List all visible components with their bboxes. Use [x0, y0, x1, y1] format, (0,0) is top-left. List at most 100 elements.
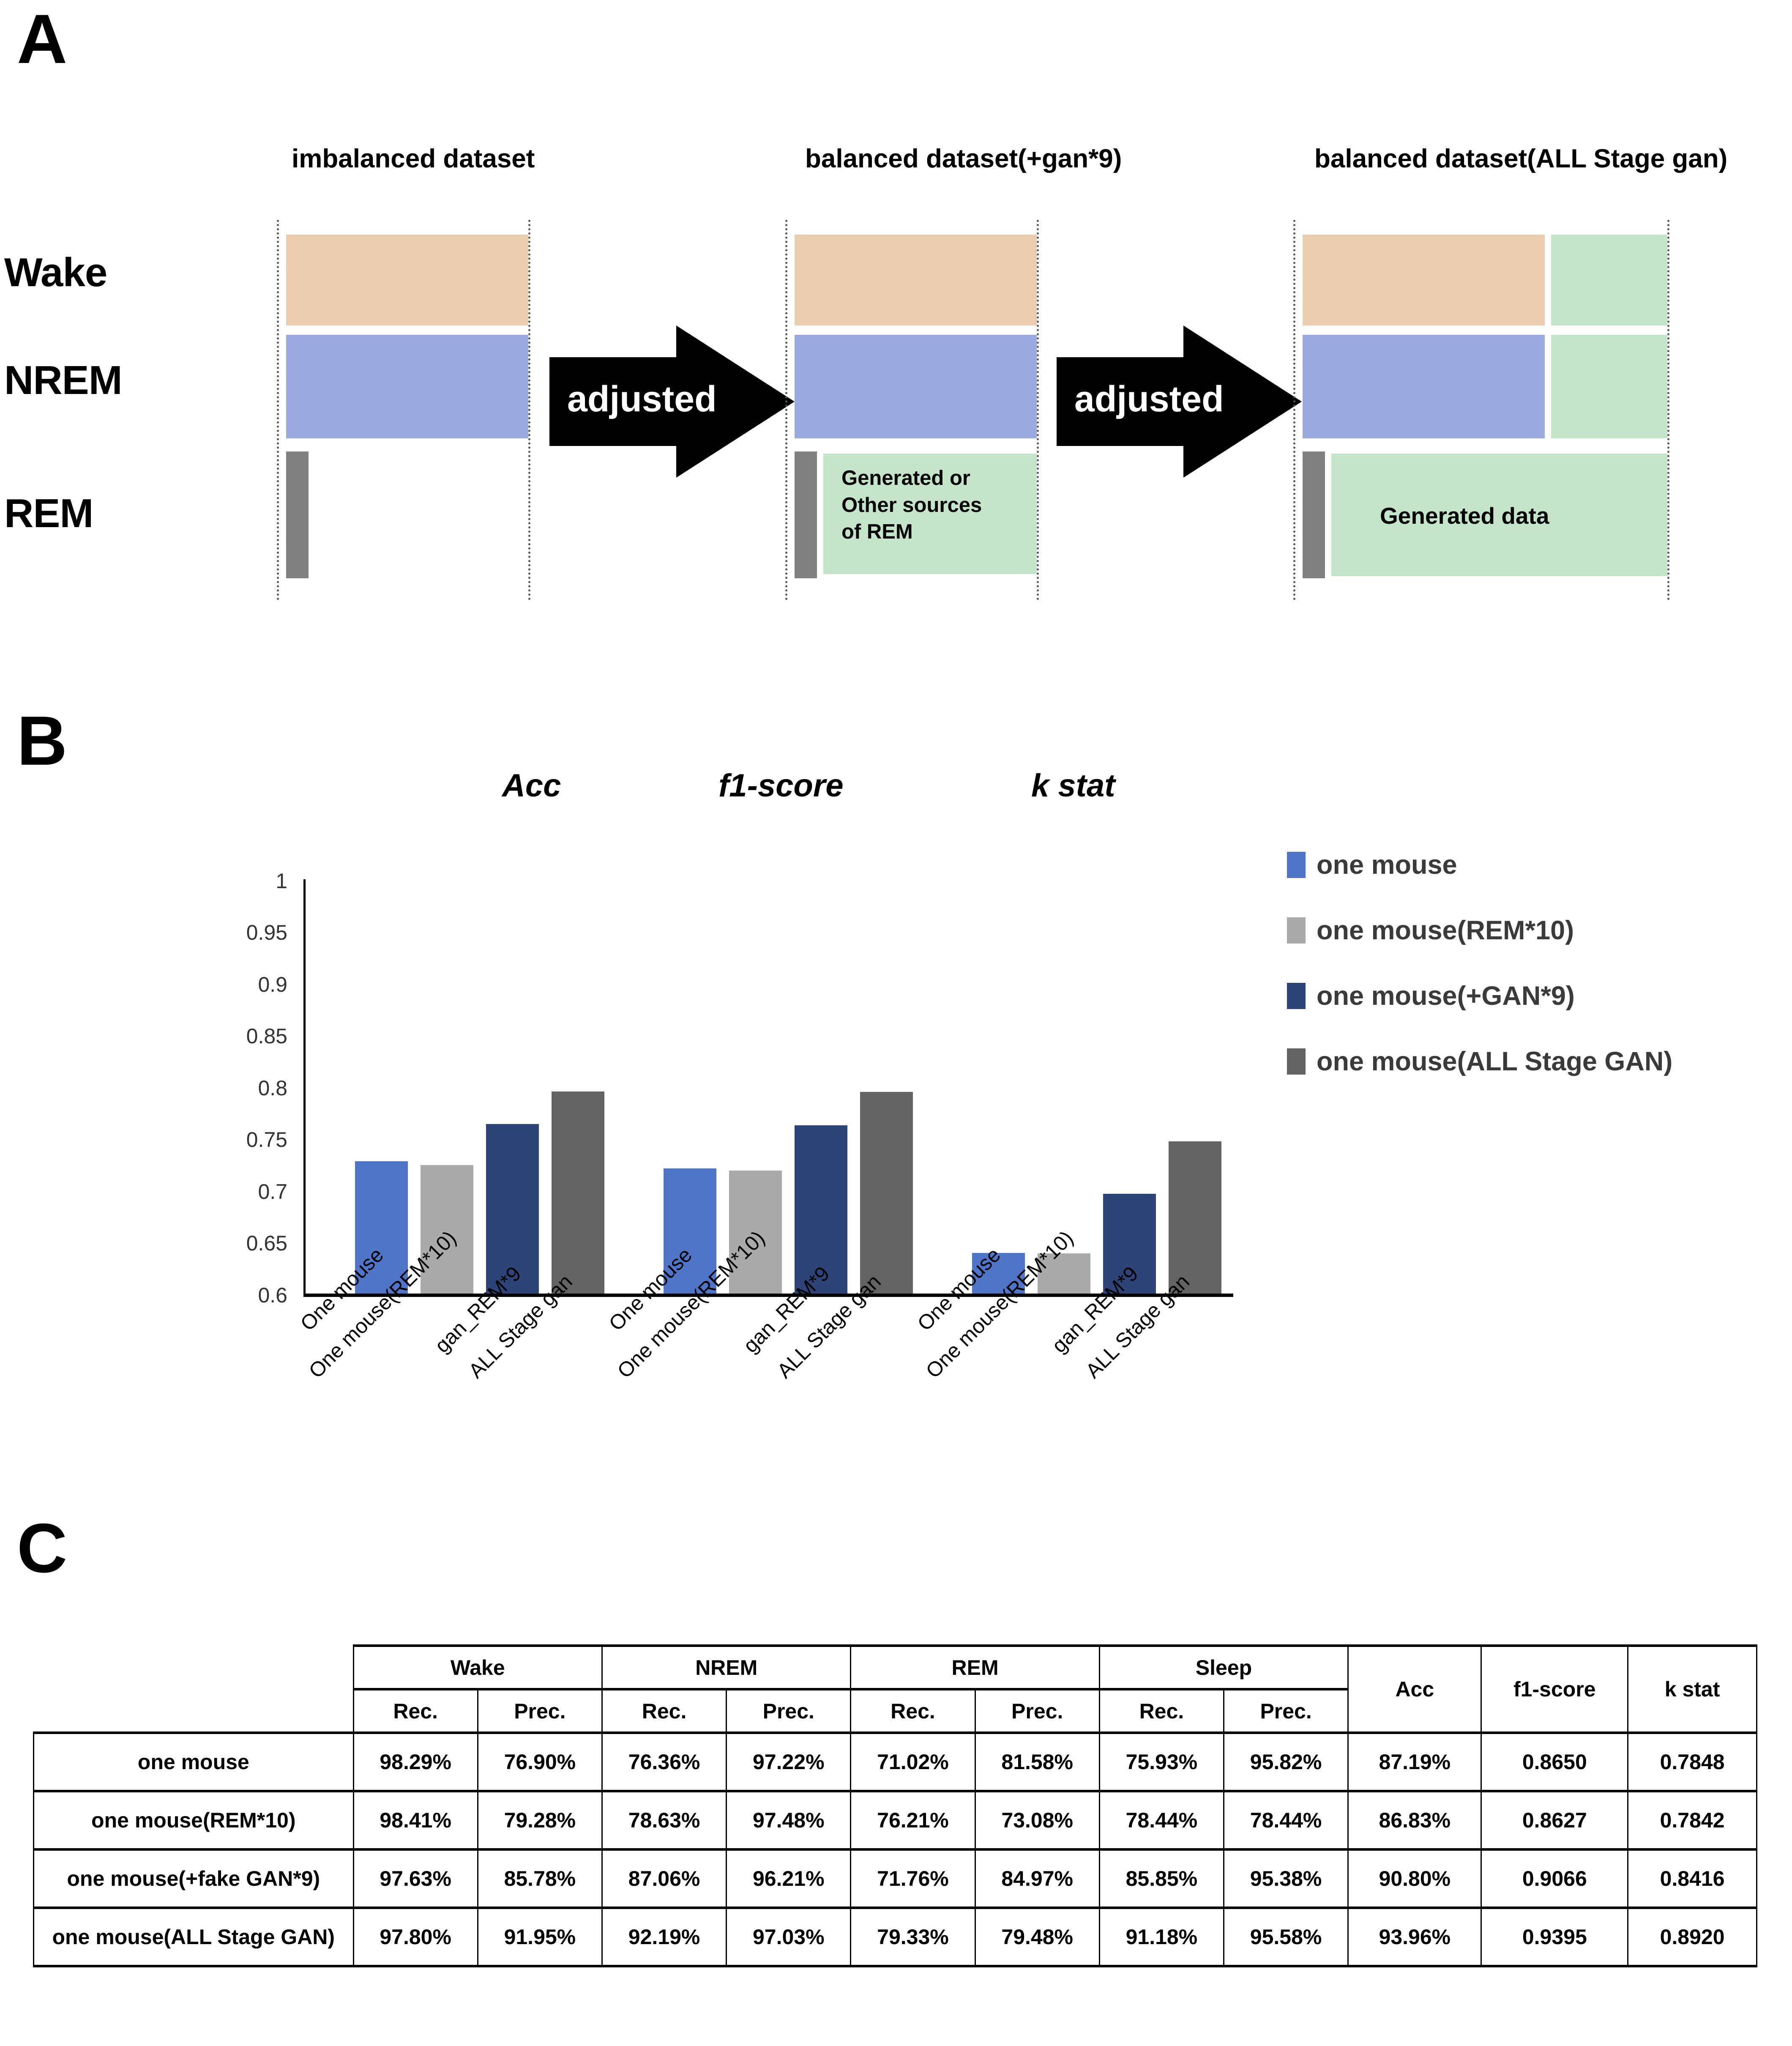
table-group-header-sleep: Sleep [1098, 1644, 1349, 1690]
cell-kstat: 0.7842 [1627, 1790, 1757, 1850]
table-row-label-one-mouse-fakegan9: one mouse(+fake GAN*9) [33, 1848, 354, 1909]
bar-acc-one-mouse-rem10 [421, 1165, 473, 1294]
cell-rem-rec: 76.21% [850, 1790, 976, 1850]
cell-wake-rec: 98.29% [352, 1731, 478, 1792]
cell-acc: 87.19% [1347, 1731, 1482, 1792]
cell-kstat: 0.8920 [1627, 1906, 1757, 1967]
cell-sleep-prec: 95.82% [1223, 1731, 1349, 1792]
table-subheader-wake-rec: Rec. [352, 1688, 478, 1734]
arrow-adjusted-1: adjusted [549, 313, 811, 490]
legend-item-one-mouse-rem10[interactable]: one mouse(REM*10) [1287, 915, 1574, 946]
arrow-adjusted-2: adjusted [1057, 313, 1319, 490]
bar-generated-data-allstage [1331, 454, 1667, 576]
table-row: one mouse 98.29% 76.90% 76.36% 97.22% 71… [33, 1731, 1757, 1792]
cell-wake-prec: 85.78% [477, 1848, 603, 1909]
guide-line-left [277, 220, 279, 600]
legend-label-one-mouse: one mouse [1317, 850, 1457, 880]
bar-wake-generated-allstage [1551, 235, 1667, 326]
cell-rem-prec: 84.97% [974, 1848, 1100, 1909]
cell-f1score: 0.8650 [1481, 1731, 1629, 1792]
table-subheader-rem-rec: Rec. [850, 1688, 976, 1734]
bar-acc-one-mouse [355, 1161, 408, 1294]
cell-nrem-rec: 92.19% [601, 1906, 727, 1967]
cell-nrem-rec: 87.06% [601, 1848, 727, 1909]
arrow-label-1: adjusted [567, 379, 717, 419]
cell-rem-prec: 79.48% [974, 1906, 1100, 1967]
cell-f1score: 0.8627 [1481, 1790, 1629, 1850]
bar-wake-imbalanced [286, 235, 528, 326]
bar-f1-one-mouse [664, 1168, 716, 1294]
cell-acc: 93.96% [1347, 1906, 1482, 1967]
table-row: one mouse(ALL Stage GAN) 97.80% 91.95% 9… [33, 1906, 1757, 1967]
cell-nrem-rec: 76.36% [601, 1731, 727, 1792]
legend-item-one-mouse-gan9[interactable]: one mouse(+GAN*9) [1287, 981, 1575, 1011]
bar-rem-balanced-allstage [1303, 451, 1325, 578]
ytick-0.7: 0.7 [258, 1180, 287, 1204]
stage-label-nrem: NREM [4, 358, 123, 403]
table-row: one mouse(REM*10) 98.41% 79.28% 78.63% 9… [33, 1790, 1757, 1850]
bar-kstat-one-mouse [972, 1253, 1025, 1294]
table-subheader-nrem-rec: Rec. [601, 1688, 727, 1734]
cell-nrem-prec: 97.48% [726, 1790, 852, 1850]
x-axis-line [303, 1294, 1233, 1297]
ytick-0.9: 0.9 [258, 973, 287, 996]
bar-f1-one-mouse-rem10 [729, 1171, 782, 1294]
ytick-0.8: 0.8 [258, 1076, 287, 1100]
table-subheader-rem-prec: Prec. [974, 1688, 1100, 1734]
ytick-0.6: 0.6 [258, 1283, 287, 1307]
cell-wake-prec: 91.95% [477, 1906, 603, 1967]
arrow-shape-icon [1057, 326, 1302, 478]
table-header-kstat: k stat [1627, 1644, 1757, 1734]
guide-line-left [785, 220, 787, 600]
legend-label-one-mouse-allstage: one mouse(ALL Stage GAN) [1317, 1047, 1673, 1076]
chart-title-f1score: f1-score [718, 768, 844, 804]
legend-item-one-mouse-allstage[interactable]: one mouse(ALL Stage GAN) [1287, 1046, 1672, 1077]
cell-acc: 86.83% [1347, 1790, 1482, 1850]
table-row-label-one-mouse-rem10: one mouse(REM*10) [33, 1790, 354, 1850]
bar-f1-one-mouse-gan9 [795, 1125, 847, 1294]
cell-sleep-prec: 78.44% [1223, 1790, 1349, 1850]
table-group-header-wake: Wake [352, 1644, 603, 1690]
guide-line-right [1667, 220, 1669, 600]
bar-kstat-one-mouse-allstage [1169, 1141, 1221, 1294]
legend-item-one-mouse[interactable]: one mouse [1287, 850, 1457, 880]
bar-acc-one-mouse-allstage [552, 1091, 604, 1294]
cell-sleep-rec: 75.93% [1098, 1731, 1225, 1792]
cell-wake-prec: 76.90% [477, 1731, 603, 1792]
cell-wake-rec: 97.80% [352, 1906, 478, 1967]
dataset-balanced-gan9: Generated or Other sources of REM [785, 220, 1039, 600]
legend-swatch-one-mouse [1287, 852, 1306, 878]
bar-generated-rem-balanced-gan9 [823, 454, 1037, 574]
cell-nrem-prec: 96.21% [726, 1848, 852, 1909]
table-subheader-sleep-rec: Rec. [1098, 1688, 1225, 1734]
cell-f1score: 0.9395 [1481, 1906, 1629, 1967]
cell-sleep-rec: 78.44% [1098, 1790, 1225, 1850]
cell-nrem-rec: 78.63% [601, 1790, 727, 1850]
ytick-0.95: 0.95 [246, 921, 287, 944]
bar-nrem-imbalanced [286, 335, 528, 438]
generated-rem-annotation: Generated or Other sources of REM [841, 465, 982, 546]
panel-a-letter: A [17, 0, 68, 78]
arrow-shape-icon [549, 326, 795, 478]
table-group-header-nrem: NREM [601, 1644, 852, 1690]
cell-rem-rec: 71.02% [850, 1731, 976, 1792]
legend-label-one-mouse-rem10: one mouse(REM*10) [1317, 916, 1574, 945]
cell-nrem-prec: 97.03% [726, 1906, 852, 1967]
cell-sleep-rec: 85.85% [1098, 1848, 1225, 1909]
dataset-imbalanced [277, 220, 530, 600]
panel-b-letter: B [17, 702, 68, 780]
arrow-label-2: adjusted [1074, 379, 1224, 419]
table-row-label-one-mouse: one mouse [33, 1731, 354, 1792]
cell-wake-prec: 79.28% [477, 1790, 603, 1850]
legend-swatch-one-mouse-gan9 [1287, 983, 1306, 1009]
table-header-row-sub: Rec. Prec. Rec. Prec. Rec. Prec. Rec. Pr… [34, 1688, 1757, 1734]
ytick-0.65: 0.65 [246, 1231, 287, 1255]
cell-sleep-rec: 91.18% [1098, 1906, 1225, 1967]
table-header-row-groups: Wake NREM REM Sleep Acc f1-score k stat [33, 1644, 1757, 1734]
table-subheader-nrem-prec: Prec. [726, 1688, 852, 1734]
table-row-label-one-mouse-allstagegan: one mouse(ALL Stage GAN) [33, 1906, 354, 1967]
bar-f1-one-mouse-allstage [860, 1092, 913, 1294]
generated-rem-line-2: Other sources [841, 493, 982, 517]
bar-acc-one-mouse-gan9 [486, 1124, 539, 1294]
results-table: Wake NREM REM Sleep Acc f1-score k stat … [33, 1644, 1757, 1967]
